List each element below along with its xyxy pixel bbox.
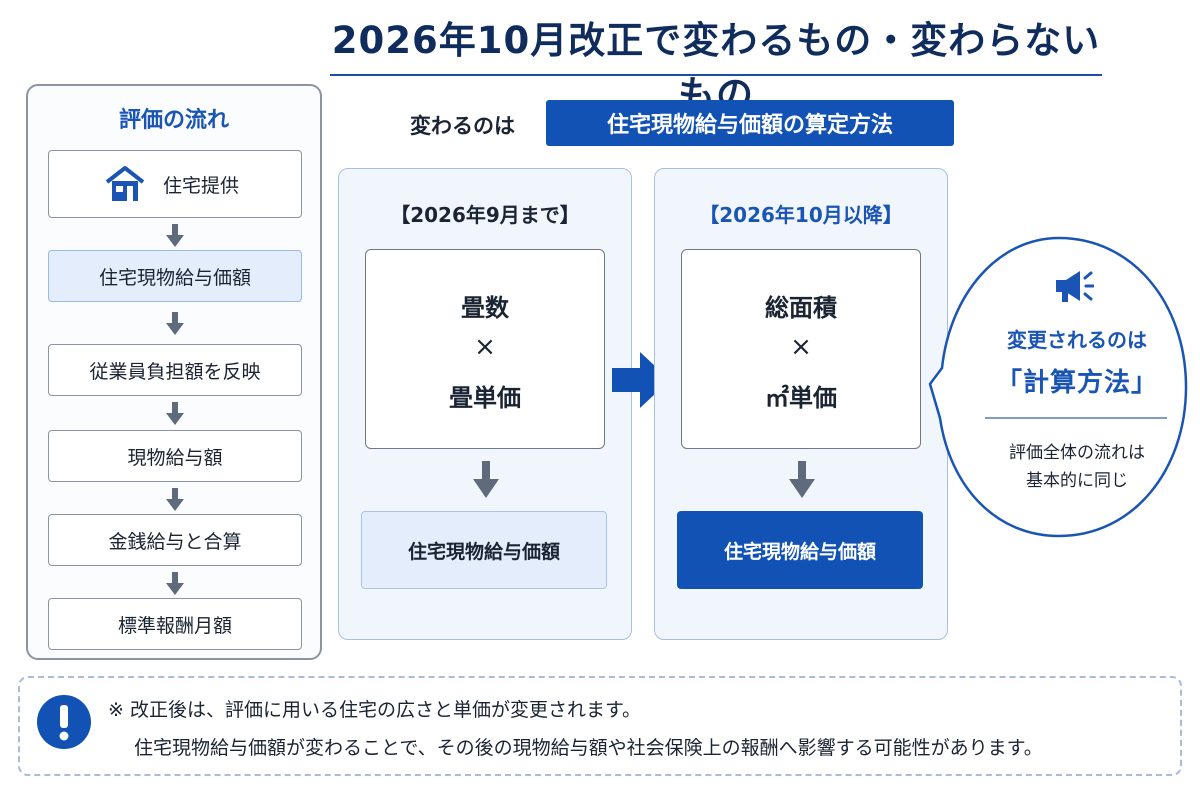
flow-step-housing: 住宅提供 bbox=[48, 150, 302, 218]
formula-bottom: ㎡単価 bbox=[765, 384, 837, 412]
flow-step-employee-share: 従業員負担額を反映 bbox=[48, 344, 302, 396]
notice-line2: 住宅現物給与価額が変わることで、その後の現物給与額や社会保険上の報酬へ影響する可… bbox=[134, 737, 1043, 759]
after-heading: 【2026年10月以降】 bbox=[699, 203, 903, 227]
formula-operator: × bbox=[474, 332, 496, 362]
exclamation-icon bbox=[37, 695, 91, 749]
formula-bottom: 畳単価 bbox=[449, 384, 521, 412]
title-divider bbox=[330, 74, 1102, 76]
down-arrow-icon bbox=[166, 402, 184, 425]
flow-step-housing-value: 住宅現物給与価額 bbox=[48, 250, 302, 302]
before-formula-box: 畳数 × 畳単価 bbox=[365, 249, 605, 449]
house-icon bbox=[105, 166, 145, 201]
flow-step-label: 現物給与額 bbox=[127, 446, 223, 469]
notice-line1: ※ 改正後は、評価に用いる住宅の広さと単価が変更されます。 bbox=[108, 699, 642, 721]
callout-line3: 評価全体の流れは bbox=[1009, 443, 1145, 463]
down-arrow-icon bbox=[166, 312, 184, 335]
after-panel: 【2026年10月以降】 総面積 × ㎡単価 住宅現物給与価額 bbox=[654, 168, 948, 640]
flow-step-combine-cash: 金銭給与と合算 bbox=[48, 514, 302, 566]
down-arrow-icon bbox=[166, 224, 184, 247]
before-panel: 【2026年9月まで】 畳数 × 畳単価 住宅現物給与価額 bbox=[338, 168, 632, 640]
down-arrow-icon bbox=[789, 461, 815, 498]
evaluation-flow-panel: 評価の流れ 住宅提供 住宅現物給与価額 従業員負担額を反映 現物給与額 金銭給与… bbox=[26, 84, 322, 660]
down-arrow-icon bbox=[473, 461, 499, 498]
change-label: 変わるのは bbox=[410, 114, 515, 138]
before-heading: 【2026年9月まで】 bbox=[390, 203, 580, 227]
flow-step-label: 従業員負担額を反映 bbox=[89, 360, 261, 383]
before-result: 住宅現物給与価額 bbox=[361, 511, 607, 589]
page-title: 2026年10月改正で変わるもの・変わらないもの bbox=[331, 19, 1101, 116]
notice-box bbox=[18, 676, 1182, 776]
callout-line1: 変更されるのは bbox=[1007, 328, 1147, 352]
change-target-badge: 住宅現物給与価額の算定方法 bbox=[546, 100, 954, 146]
flow-step-in-kind-amount: 現物給与額 bbox=[48, 430, 302, 482]
down-arrow-icon bbox=[166, 488, 184, 511]
callout-bubble bbox=[928, 236, 1188, 538]
flow-step-label: 標準報酬月額 bbox=[117, 614, 232, 637]
callout-emphasis: 「計算方法」 bbox=[995, 368, 1158, 398]
flow-heading: 評価の流れ bbox=[118, 108, 229, 133]
formula-top: 総面積 bbox=[765, 294, 837, 322]
formula-operator: × bbox=[790, 332, 812, 362]
flow-step-label: 金銭給与と合算 bbox=[108, 530, 242, 553]
flow-step-label: 住宅提供 bbox=[162, 174, 239, 197]
flow-step-standard-remuneration: 標準報酬月額 bbox=[48, 598, 302, 650]
down-arrow-icon bbox=[166, 572, 184, 595]
callout-divider bbox=[985, 417, 1167, 419]
flow-step-label: 住宅現物給与価額 bbox=[98, 266, 251, 289]
megaphone-icon bbox=[1056, 271, 1094, 302]
formula-top: 畳数 bbox=[461, 294, 509, 322]
callout-line4: 基本的に同じ bbox=[1026, 471, 1128, 491]
after-result: 住宅現物給与価額 bbox=[677, 511, 923, 589]
after-formula-box: 総面積 × ㎡単価 bbox=[681, 249, 921, 449]
